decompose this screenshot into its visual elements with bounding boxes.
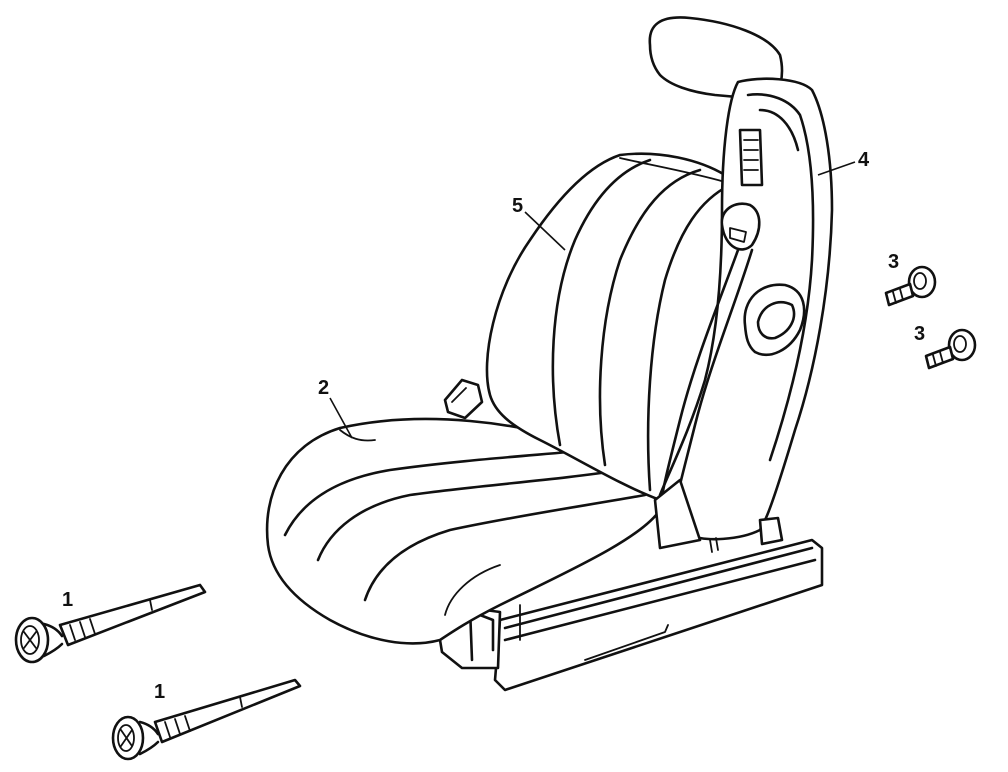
- seat-back-side-trim: [653, 77, 834, 553]
- callout-1-lower: 1: [154, 681, 165, 703]
- callout-5: 5: [512, 195, 523, 217]
- callout-3-upper: 3: [888, 251, 899, 273]
- callout-3-lower: 3: [914, 323, 925, 345]
- seat-cushion: [265, 417, 664, 645]
- bolt-1-lower: [111, 678, 302, 761]
- belt-buckle-receiver: [443, 378, 484, 420]
- seat-back: [485, 152, 744, 512]
- bolt-3-upper: [884, 265, 937, 307]
- bolt-1-upper: [14, 583, 207, 664]
- leader-lines: [329, 161, 856, 439]
- callout-1-upper: 1: [62, 589, 73, 611]
- bolt-3-lower: [924, 328, 977, 370]
- callout-4: 4: [858, 149, 870, 171]
- callout-2: 2: [318, 377, 329, 399]
- seat-rail: [438, 538, 824, 692]
